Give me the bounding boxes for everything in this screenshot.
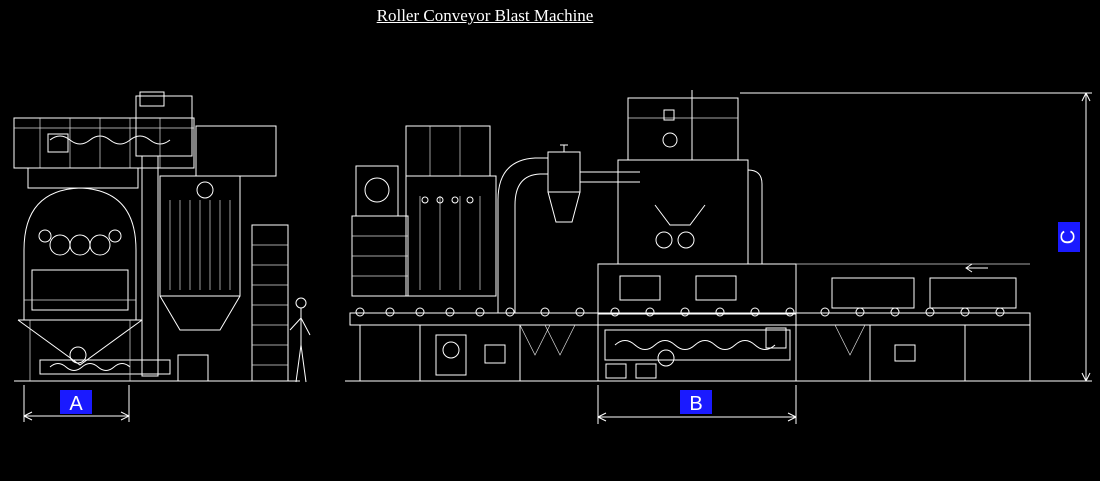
front-view (345, 90, 1040, 382)
drawing-title: Roller Conveyor Blast Machine (376, 6, 594, 25)
dimension-b-label-box (680, 390, 712, 414)
dimension-a (23, 385, 130, 422)
dimension-c (740, 92, 1092, 382)
dimension-b-label: B (689, 393, 702, 415)
dimension-a-label-box (60, 390, 92, 414)
dimension-c-label: C (1057, 230, 1079, 244)
dimension-b (597, 385, 797, 424)
dimension-a-label: A (69, 393, 83, 415)
side-view (13, 91, 311, 383)
dimension-c-label-box (1058, 222, 1080, 252)
